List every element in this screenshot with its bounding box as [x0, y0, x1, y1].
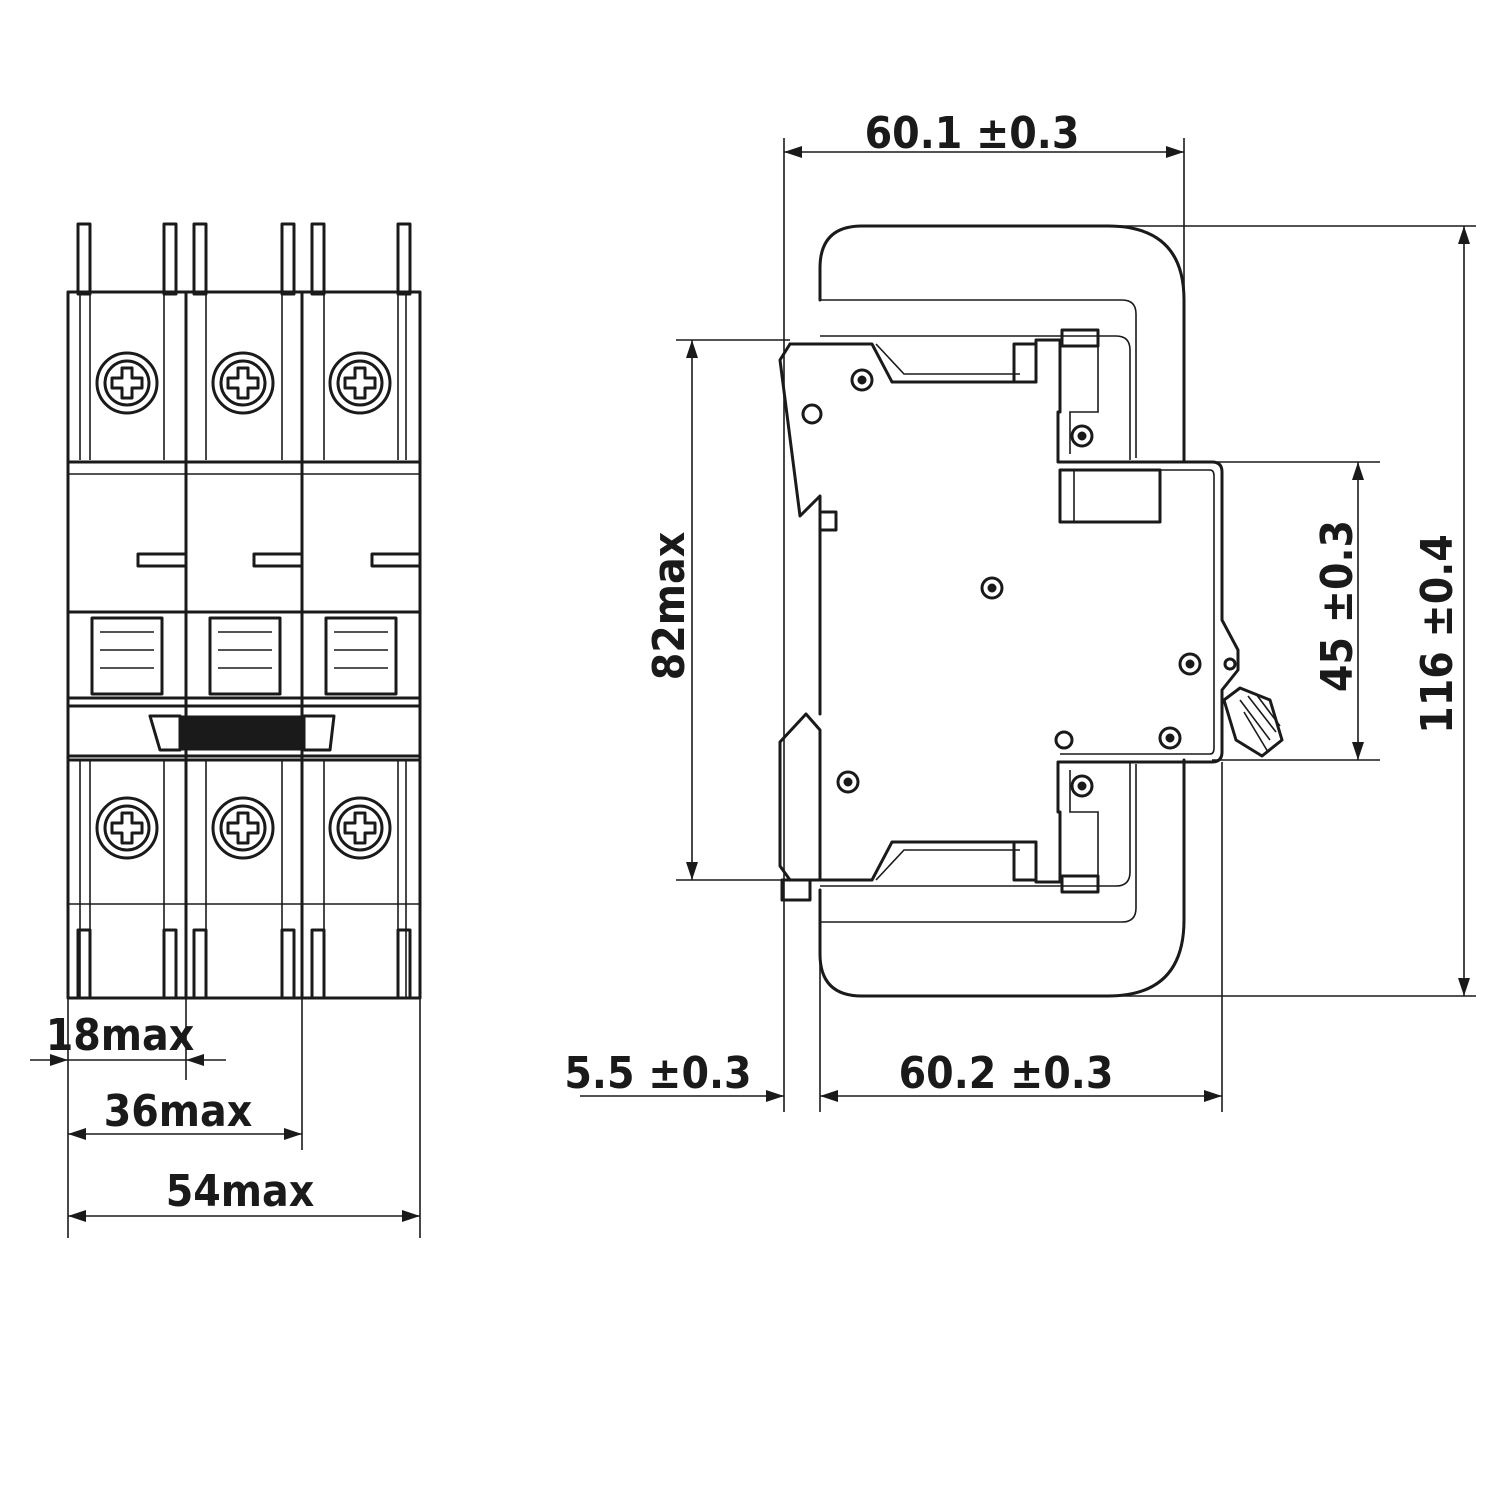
- side-view: 60.1 ±0.3 60.2 ±0.3 5.5 ±0.3 82max 45 ±0…: [564, 108, 1476, 1112]
- dim-top-width: 60.1 ±0.3: [865, 108, 1080, 159]
- handle-tie-bar: [179, 715, 305, 751]
- dim-36max: 36max: [104, 1086, 253, 1137]
- side-dimensions: [580, 138, 1476, 1112]
- side-toggle-handle: [1222, 686, 1284, 758]
- top-screw-1: [95, 351, 159, 415]
- dim-front-height: 45 ±0.3: [1312, 520, 1363, 692]
- bottom-screw-2: [211, 796, 275, 860]
- top-terminal-fins: [76, 222, 412, 296]
- dim-overall-height: 116 ±0.4: [1412, 534, 1463, 734]
- top-screw-2: [211, 351, 275, 415]
- dim-54max: 54max: [166, 1166, 315, 1217]
- bottom-terminal-fins: [76, 928, 412, 1000]
- dim-18max: 18max: [46, 1010, 195, 1061]
- dim-82max: 82max: [644, 532, 695, 681]
- dim-bottom-width: 60.2 ±0.3: [899, 1048, 1114, 1099]
- top-screw-3: [328, 351, 392, 415]
- front-view: 18max 36max 54max: [30, 222, 422, 1238]
- toggle-handles: [90, 616, 398, 696]
- dim-rail-offset: 5.5 ±0.3: [564, 1048, 751, 1099]
- bottom-screw-1: [95, 796, 159, 860]
- bottom-screw-3: [328, 796, 392, 860]
- front-dimensions: [30, 998, 421, 1238]
